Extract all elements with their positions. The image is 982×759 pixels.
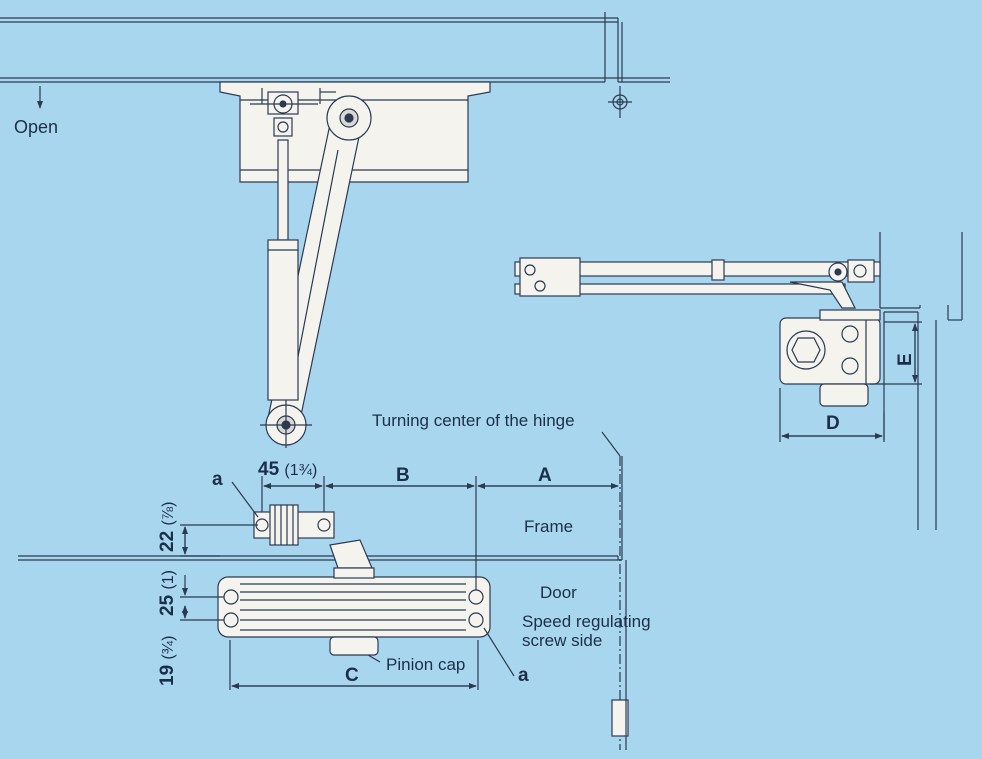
dim-B-label: B [396,465,410,486]
dim-25-label: 25 (1) [157,570,178,616]
screw-side-label: screw side [522,631,603,650]
dim-19-fraction: (¾) [160,635,177,660]
dim-C-label: C [345,665,359,686]
dim-vertical-left [180,524,258,621]
dim-19-label: 19 (¾) [157,635,178,686]
dim-25-fraction: (1) [160,570,177,590]
dim-22-label: 22 (⅞) [157,501,178,552]
dim-22-fraction: (⅞) [160,501,177,526]
dim-19-value: 19 [157,664,178,686]
dim-D-label: D [826,413,840,434]
hinge-center-line [601,431,629,750]
a-label-top: a [212,469,223,490]
dim-C [229,640,479,690]
front-bracket [253,504,373,569]
dim-45-B-A [261,476,619,590]
open-label: Open [14,117,59,137]
turning-center-label: Turning center of the hinge [372,411,575,430]
dim-D [779,388,885,442]
leader-lines [231,481,515,677]
dim-E-label: E [895,353,916,366]
dim-45-value: 45 [258,459,280,480]
door-label: Door [540,583,577,602]
frame-label: Frame [524,517,574,536]
dim-22-value: 22 [157,530,178,552]
forearm-rod-top [250,91,336,401]
front-frame-lines [18,555,622,561]
dim-25-value: 25 [157,594,178,616]
front-closer-body [217,567,491,656]
dim-E [870,321,922,385]
a-label-bottom: a [518,665,529,686]
dim-A-label: A [538,465,552,486]
speed-regulating-label: Speed regulating [522,612,651,631]
pinion-cap-label: Pinion cap [386,655,466,674]
dim-45-label: 45 (1¾) [258,460,317,479]
dim-45-fraction: (1¾) [284,462,318,479]
side-view-closer [514,232,963,530]
